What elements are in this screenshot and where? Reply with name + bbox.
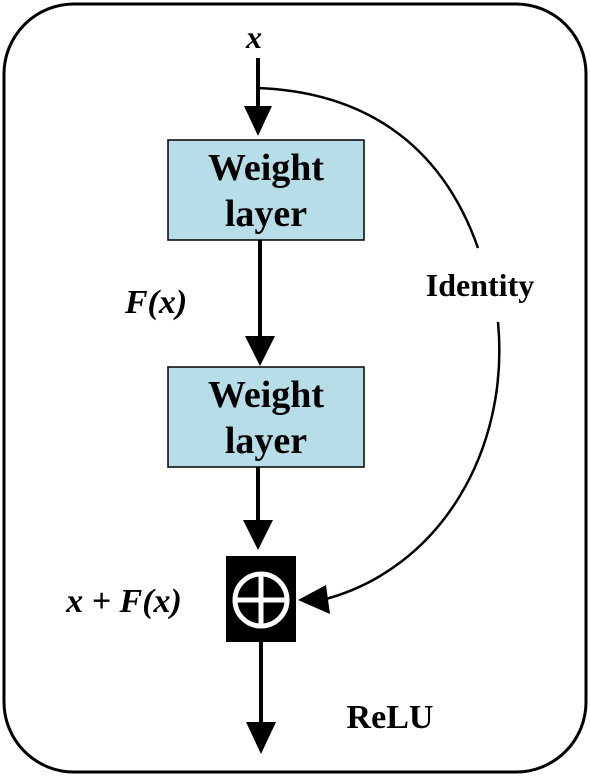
- input-label: x: [245, 19, 262, 55]
- identity-label: Identity: [426, 267, 534, 303]
- identity-skip-curve-lower: [321, 321, 501, 602]
- weight-layer-1: [167, 139, 365, 241]
- relu-label: ReLU: [347, 699, 434, 736]
- weight-layer-2: [167, 366, 365, 468]
- sum-input-arrow-head: [243, 520, 273, 550]
- plus-circle-icon: [232, 571, 290, 629]
- identity-arrow-head: [298, 585, 330, 614]
- input-arrow-head: [244, 106, 272, 136]
- fx-label: F(x): [124, 284, 187, 321]
- weight-layer-1-line2: layer: [225, 193, 307, 235]
- weight-layer-1-line1: Weight: [208, 147, 324, 189]
- sum-label: x + F(x): [65, 583, 182, 620]
- output-arrow-head: [246, 722, 276, 754]
- identity-skip-curve-upper: [257, 86, 480, 249]
- fx-arrow-head: [245, 336, 275, 366]
- weight-layer-2-line1: Weight: [208, 374, 324, 416]
- weight-layer-2-line2: layer: [225, 420, 307, 462]
